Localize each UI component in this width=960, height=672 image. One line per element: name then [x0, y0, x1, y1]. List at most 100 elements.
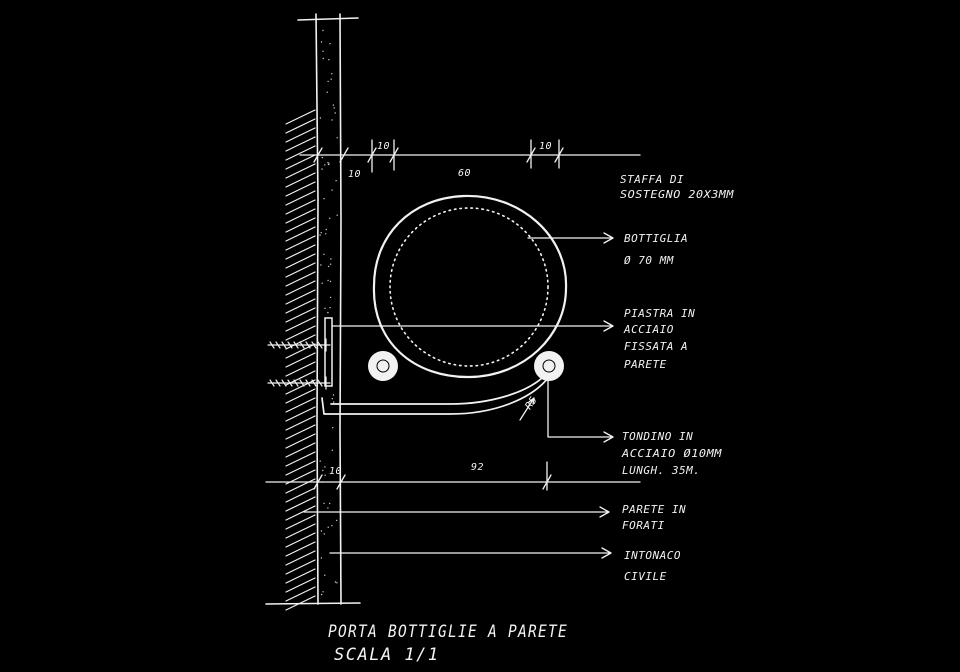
steel-rod-right-core [542, 359, 556, 373]
plaster-dot [334, 112, 336, 114]
plaster-dot [327, 161, 329, 164]
hatch-line [285, 154, 316, 170]
hatch-line [285, 559, 316, 575]
steel-rod-left [368, 351, 398, 381]
drawing-sheet [262, 0, 740, 672]
label-intonaco-1: INTONACO [624, 549, 681, 562]
plaster-face-line [339, 13, 342, 605]
plaster-dot [333, 107, 335, 109]
hatch-line [285, 316, 316, 332]
hatch-line [285, 226, 316, 242]
wall-bottom-tick [265, 602, 361, 605]
plaster-dot [327, 507, 329, 509]
hatch-line [285, 208, 316, 224]
plaster-dot [331, 449, 333, 451]
wall-hatching [285, 109, 316, 611]
plaster-dot [319, 234, 321, 236]
plaster-dot [329, 280, 332, 283]
plaster-dot [320, 264, 322, 266]
plaster-dot [321, 282, 323, 284]
bottle-outline [372, 194, 568, 379]
plaster-dot [323, 253, 325, 255]
hatch-line [285, 325, 316, 341]
plaster-dot [331, 189, 333, 191]
plaster-dot [327, 265, 330, 268]
plaster-dot [327, 163, 330, 166]
hatch-line [285, 163, 316, 179]
label-tondino-2: ACCIAIO Ø10MM [621, 447, 722, 460]
dim-top-left: 10 [377, 141, 390, 152]
plaster-dot [329, 307, 331, 309]
plaster-dot [331, 119, 333, 121]
screw-upper [267, 338, 331, 352]
plaster-dot [327, 279, 329, 282]
label-piastra-3: FISSATA A [624, 340, 688, 353]
hatch-line [285, 505, 316, 521]
bottle-section [372, 194, 568, 379]
dim-bottom-span: 92 [471, 462, 484, 473]
plaster-dot [322, 469, 324, 472]
bottom-tick-1 [313, 474, 323, 490]
hatch-line [285, 262, 316, 278]
hatch-line [285, 451, 316, 467]
hatch-line [285, 379, 316, 395]
hatch-line [285, 487, 316, 503]
label-intonaco-2: CIVILE [624, 570, 667, 583]
plaster-dot [325, 228, 327, 231]
hatch-line [285, 217, 316, 233]
hatch-line [285, 352, 316, 368]
plaster-dot [327, 526, 329, 528]
hatch-line [285, 577, 316, 593]
plaster-dot [320, 593, 323, 596]
plaster-dot [329, 43, 331, 45]
plaster-dot [319, 117, 322, 119]
plaster-dot [330, 258, 332, 260]
label-parete-1: PARETE IN [622, 503, 686, 516]
steel-plate [324, 317, 333, 387]
hatch-line [285, 307, 316, 323]
support-assembly [321, 317, 564, 421]
wall-top-tick [297, 17, 359, 21]
hatch-line [285, 388, 316, 404]
hatch-line [285, 145, 316, 161]
plaster-dot [322, 29, 324, 32]
plaster-dot [336, 214, 338, 216]
hatch-line [285, 397, 316, 413]
steel-rod-right [534, 351, 564, 381]
hatch-line [285, 424, 316, 440]
plaster-dot [329, 502, 331, 505]
hatch-line [285, 199, 316, 215]
hatch-line [285, 118, 316, 134]
label-piastra-2: ACCIAIO [623, 323, 674, 336]
top-tick-2 [339, 147, 349, 163]
plaster-dot [321, 168, 323, 170]
plaster-dot [327, 311, 329, 314]
hatch-line [285, 235, 316, 251]
plaster-dot [336, 582, 338, 584]
plaster-dot [327, 80, 329, 83]
drawing-title: PORTA BOTTIGLIE A PARETE [328, 622, 568, 642]
dim-bottom-left: 10 [329, 466, 342, 477]
label-piastra-1: PIASTRA IN [624, 307, 695, 320]
plaster-dot [332, 394, 335, 396]
hatch-line [285, 109, 316, 125]
plaster-dot [324, 474, 326, 476]
plaster-dot [320, 557, 323, 559]
plaster-dot [322, 50, 324, 52]
label-bottiglia-2: Ø 70 MM [624, 254, 674, 267]
hatch-line [285, 172, 316, 188]
hatch-line [285, 550, 316, 566]
hatch-line [285, 298, 316, 314]
plaster-dot [320, 232, 322, 234]
plaster-dot [326, 91, 328, 93]
leader-lines [303, 232, 614, 559]
hatch-line [285, 289, 316, 305]
plaster-dot [328, 59, 330, 61]
plaster-dot [336, 137, 338, 139]
plaster-dot [336, 519, 338, 522]
hatch-line [285, 244, 316, 260]
hatch-line [285, 442, 316, 458]
bottle-inner-dotted [389, 207, 549, 367]
plaster-dot [324, 307, 326, 309]
